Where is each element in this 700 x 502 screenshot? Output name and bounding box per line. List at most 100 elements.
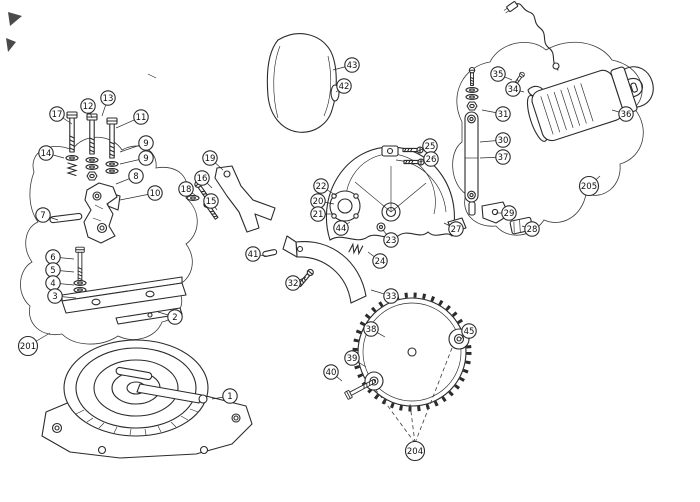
callout-15: 15 xyxy=(203,193,219,211)
saw-blade-grind-line xyxy=(362,302,462,402)
svg-text:18: 18 xyxy=(181,185,192,195)
flat-washer xyxy=(65,155,79,161)
callout-18: 18 xyxy=(178,181,199,198)
callout-201: 201 xyxy=(17,332,51,357)
svg-text:20: 20 xyxy=(313,197,324,207)
kerf-plate-hole xyxy=(147,312,153,318)
callout-25: 25 xyxy=(417,138,438,154)
link-bar xyxy=(464,111,479,203)
link-bar-assembly xyxy=(464,67,534,235)
svg-text:5: 5 xyxy=(50,266,55,276)
callout-1: 1 xyxy=(211,388,238,404)
svg-text:32: 32 xyxy=(288,279,299,289)
callout-43: 43 xyxy=(332,57,360,73)
callout-14: 14 xyxy=(38,145,65,161)
flat-washer xyxy=(85,157,99,163)
svg-text:9: 9 xyxy=(143,139,148,149)
svg-text:25: 25 xyxy=(425,142,436,152)
callout-19: 19 xyxy=(202,150,224,171)
motor-body-group xyxy=(526,66,654,142)
housing-ribs xyxy=(354,166,427,213)
lower-guard-hole xyxy=(296,245,304,253)
callout-37: 37 xyxy=(479,149,511,165)
hex-bolt xyxy=(75,246,85,282)
callout-22: 22 xyxy=(313,178,338,197)
assembly-axis-line xyxy=(375,389,416,444)
callout-4: 4 xyxy=(45,275,75,291)
callout-45: 45 xyxy=(460,323,477,340)
cord-plug xyxy=(503,1,519,14)
guard-pin xyxy=(262,249,278,258)
mounting-hole xyxy=(233,415,239,421)
power-cord xyxy=(514,3,559,71)
callout-40: 40 xyxy=(323,364,343,382)
motor-assembly xyxy=(503,1,654,142)
assembly-dashed-lines xyxy=(375,347,453,444)
svg-text:45: 45 xyxy=(464,327,475,337)
flat-washer xyxy=(105,168,119,174)
svg-text:23: 23 xyxy=(386,236,397,246)
upper-blade-housing xyxy=(325,145,467,241)
bracket-hole xyxy=(99,225,105,231)
callout-2: 2 xyxy=(157,309,183,325)
cord-grommet xyxy=(552,62,560,70)
bracket-body xyxy=(83,182,118,244)
housing-tab-hole xyxy=(386,147,394,155)
fence-bar xyxy=(61,282,187,314)
svg-text:39: 39 xyxy=(347,354,358,364)
pivot-arm-fork xyxy=(186,165,276,233)
svg-text:19: 19 xyxy=(205,154,216,164)
callout-7: 7 xyxy=(35,207,59,223)
gear-housing-bolt xyxy=(353,213,359,219)
callout-16: 16 xyxy=(194,170,213,189)
callout-12: 12 xyxy=(80,98,96,119)
svg-text:37: 37 xyxy=(498,153,509,163)
callout-13: 13 xyxy=(100,90,116,117)
swivel-bracket xyxy=(83,182,121,244)
callout-5: 5 xyxy=(45,262,75,278)
mounting-hole xyxy=(54,425,60,431)
svg-text:7: 7 xyxy=(40,211,45,221)
svg-text:28: 28 xyxy=(527,225,538,235)
svg-text:44: 44 xyxy=(336,224,347,234)
svg-text:2: 2 xyxy=(172,313,177,323)
motor-vents xyxy=(540,83,594,135)
hex-bolt xyxy=(106,117,118,159)
machine-screw xyxy=(468,67,476,86)
callout-6: 6 xyxy=(45,249,75,265)
svg-text:17: 17 xyxy=(52,110,63,120)
svg-text:27: 27 xyxy=(451,225,462,235)
callout-27: 27 xyxy=(443,221,464,237)
callout-8: 8 xyxy=(115,168,144,185)
svg-text:41: 41 xyxy=(248,250,259,260)
svg-text:8: 8 xyxy=(133,172,138,182)
blade-slot xyxy=(115,366,153,381)
scan-mark xyxy=(147,73,157,79)
scan-marks xyxy=(6,12,157,79)
link-pin xyxy=(468,201,476,216)
callout-3: 3 xyxy=(47,288,77,304)
svg-text:13: 13 xyxy=(103,94,114,104)
miter-lock-handle xyxy=(136,383,203,404)
bracket-hole xyxy=(94,193,100,199)
callout-29: 29 xyxy=(496,205,517,221)
callout-10: 10 xyxy=(119,185,163,201)
left-bolt-set xyxy=(65,111,119,181)
miter-lock-knob xyxy=(198,394,208,404)
callout-20: 20 xyxy=(310,193,335,209)
callout-34: 34 xyxy=(505,81,525,97)
arbor-washer xyxy=(378,224,384,230)
gear-housing-bolt xyxy=(353,193,359,199)
motor-handle-grip-hole xyxy=(627,77,643,98)
blade-arbor-hole xyxy=(407,347,417,357)
miter-scale-ticks xyxy=(75,408,199,436)
svg-text:3: 3 xyxy=(52,292,57,302)
svg-text:36: 36 xyxy=(621,110,632,120)
callout-26: 26 xyxy=(418,151,439,167)
hex-nut xyxy=(86,171,98,181)
svg-text:29: 29 xyxy=(504,209,515,219)
flat-washer xyxy=(465,94,479,100)
svg-text:30: 30 xyxy=(498,136,509,146)
callout-41: 41 xyxy=(245,246,267,262)
blade-guard-cover xyxy=(266,33,340,133)
